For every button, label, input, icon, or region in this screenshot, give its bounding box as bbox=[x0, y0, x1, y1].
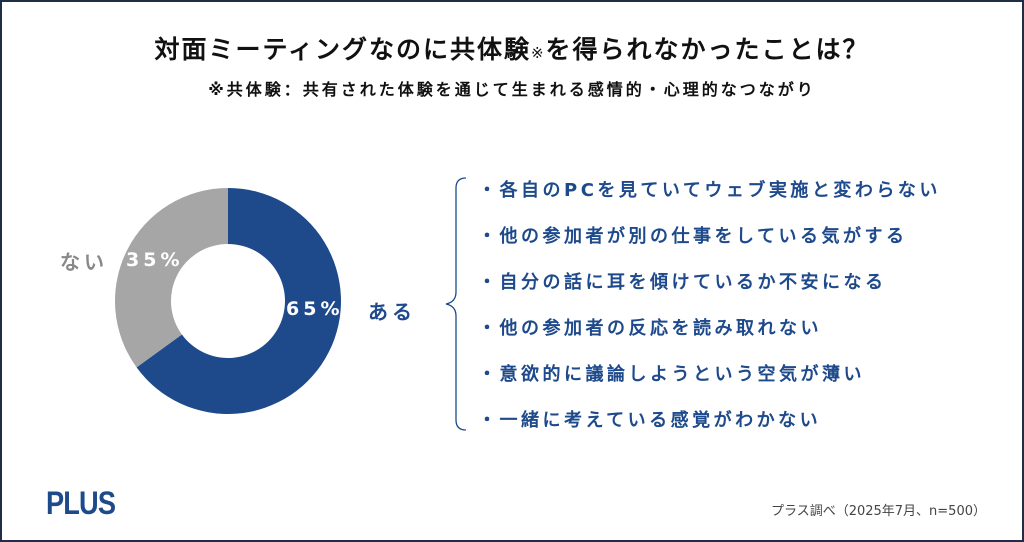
reason-item: ・他の参加者が別の仕事をしている気がする bbox=[478, 226, 908, 247]
reason-item: ・意欲的に議論しようという空気が薄い bbox=[478, 364, 865, 385]
title-mark: ※ bbox=[530, 44, 546, 62]
reason-item: ・自分の話に耳を傾けているか不安になる bbox=[478, 272, 887, 293]
slice-label-nai-pct: 35% bbox=[126, 249, 184, 271]
reason-item: ・各自のPCを見ていてウェブ実施と変わらない bbox=[478, 180, 941, 201]
title-main: 対面ミーティングなのに共体験 bbox=[154, 35, 531, 64]
source-note: プラス調べ（2025年7月、n=500） bbox=[770, 504, 986, 519]
chart-title: 対面ミーティングなのに共体験※を得られなかったことは？ bbox=[0, 30, 1024, 66]
slice-label-aru-pct: 65% bbox=[286, 298, 344, 320]
reason-item: ・一緒に考えている感覚がわかない bbox=[478, 410, 822, 431]
plus-logo: PLUS bbox=[46, 485, 116, 521]
donut-slice-0 bbox=[136, 188, 341, 415]
reason-item: ・他の参加者の反応を読み取れない bbox=[478, 318, 822, 339]
title-rest: を得られなかったことは？ bbox=[545, 35, 870, 64]
reason-list: ・各自のPCを見ていてウェブ実施と変わらない ・他の参加者が別の仕事をしている気… bbox=[478, 178, 941, 454]
legend-nai: ない bbox=[60, 250, 108, 274]
subtitle: ※共体験：共有された体験を通じて生まれる感情的・心理的なつながり bbox=[208, 80, 816, 99]
legend-aru: ある bbox=[368, 300, 416, 324]
brace-icon bbox=[445, 177, 467, 431]
donut-slice-1 bbox=[115, 188, 228, 368]
